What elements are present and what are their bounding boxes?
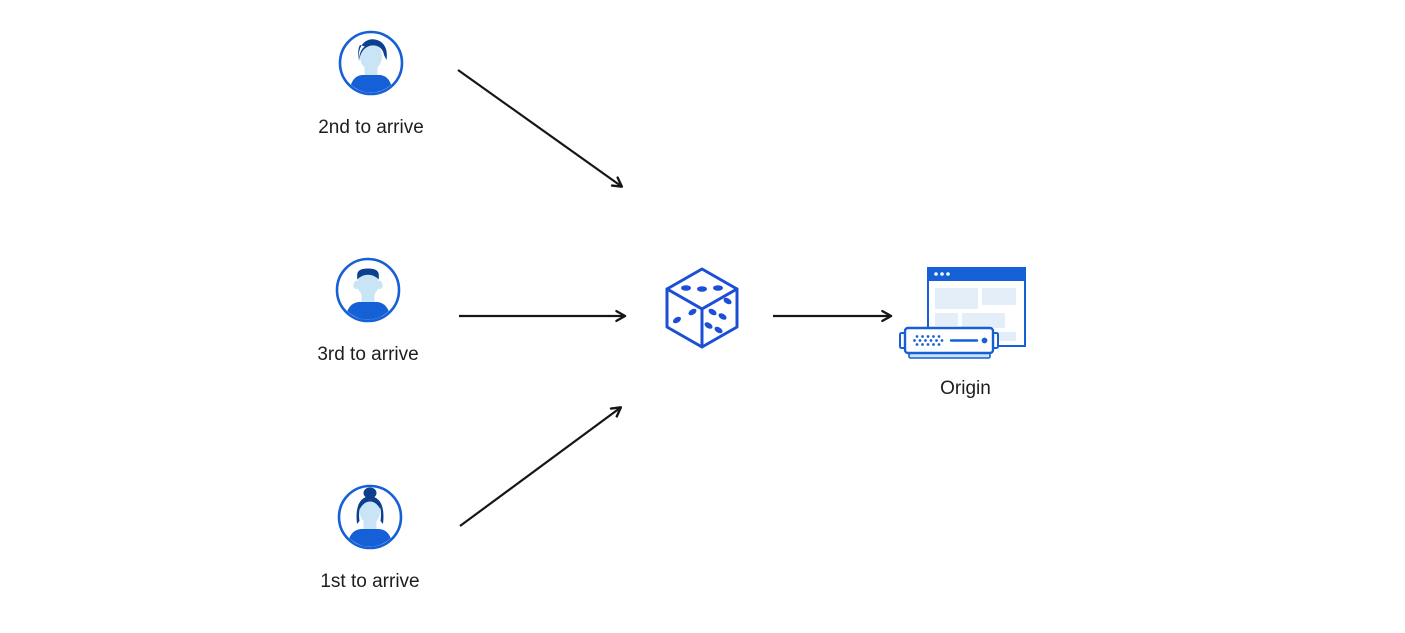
client-node-1st: 1st to arrive: [285, 484, 455, 594]
dice-pips: [673, 285, 732, 334]
arrow-client-2nd-to-dice: [457, 69, 624, 188]
browser-content-blocks: [935, 288, 1016, 341]
avatar-face: [360, 43, 382, 70]
client-node-2nd: 2nd to arrive: [286, 30, 456, 140]
server-icon: [899, 326, 999, 359]
client-label-3rd: 3rd to arrive: [317, 344, 419, 365]
client-label-2nd: 2nd to arrive: [318, 117, 424, 138]
client-node-3rd: 3rd to arrive: [283, 257, 453, 367]
avatar-hair: [357, 268, 379, 280]
user-avatar-female-bun-icon: [337, 484, 403, 550]
browser-window-dots: [934, 272, 950, 276]
avatar-face: [359, 499, 381, 524]
origin-node: Origin: [898, 256, 1033, 400]
origin-server-browser-window-icon: [899, 267, 1026, 359]
avatar-hair-fringe: [359, 499, 381, 509]
arrow-client-1st-to-dice: [459, 406, 623, 527]
server-vent-dots: [913, 335, 944, 346]
origin-label: Origin: [940, 378, 991, 399]
avatar-hair-bun: [363, 487, 377, 499]
server-body: [903, 326, 995, 355]
avatar-hair: [358, 39, 387, 61]
browser-title-bar: [927, 267, 1026, 281]
randomizer-node: [664, 266, 740, 350]
user-avatar-male-short-hair-icon: [335, 257, 401, 323]
client-label-1st: 1st to arrive: [320, 571, 420, 592]
dice-icon: [665, 267, 739, 349]
server-indicator-light: [981, 337, 988, 344]
user-avatar-male-swept-hair-icon: [338, 30, 404, 96]
avatar-face: [357, 271, 379, 297]
